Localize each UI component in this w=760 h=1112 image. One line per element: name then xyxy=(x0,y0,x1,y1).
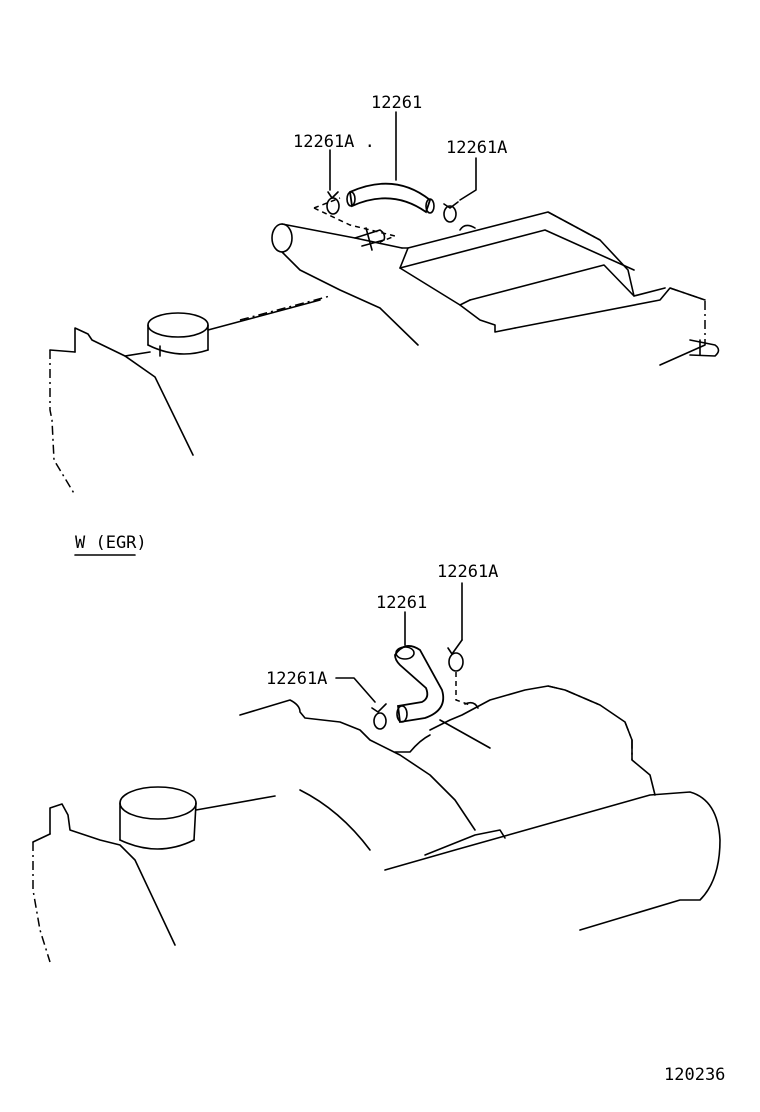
bottom-label-hose: 12261 xyxy=(376,593,427,613)
top-clamp-left xyxy=(326,191,340,215)
bottom-label-clamp-left: 12261A xyxy=(266,669,327,689)
top-hose xyxy=(346,182,435,214)
bottom-clamp-top xyxy=(447,639,471,706)
bottom-view: 12261 12261A 12261A xyxy=(32,562,721,963)
bottom-leader-clamp-left xyxy=(335,677,376,703)
bottom-clamp-left xyxy=(371,701,479,730)
top-label-hose: 12261 xyxy=(371,93,422,113)
top-view: 12261 12261A . 12261A xyxy=(49,93,720,496)
figure-number: 120236 xyxy=(664,1065,725,1085)
bottom-hose xyxy=(394,645,445,724)
top-label-clamp-left: 12261A . xyxy=(293,132,375,152)
top-clamp-right xyxy=(443,201,459,223)
top-engine-block xyxy=(271,211,720,366)
top-radiator-cap xyxy=(147,312,209,355)
bottom-engine-block xyxy=(239,685,721,931)
top-frame-line xyxy=(207,299,321,331)
bottom-radiator xyxy=(32,803,176,963)
bottom-radiator-cap xyxy=(119,786,197,850)
top-label-clamp-right: 12261A xyxy=(446,138,507,158)
section-title: W (EGR) xyxy=(74,533,147,556)
bottom-frame-line xyxy=(195,795,276,811)
section-title-text: W (EGR) xyxy=(75,533,147,553)
top-radiator xyxy=(49,327,194,496)
bottom-label-clamp-top: 12261A xyxy=(437,562,498,582)
top-leader-clamp-right xyxy=(459,157,477,201)
